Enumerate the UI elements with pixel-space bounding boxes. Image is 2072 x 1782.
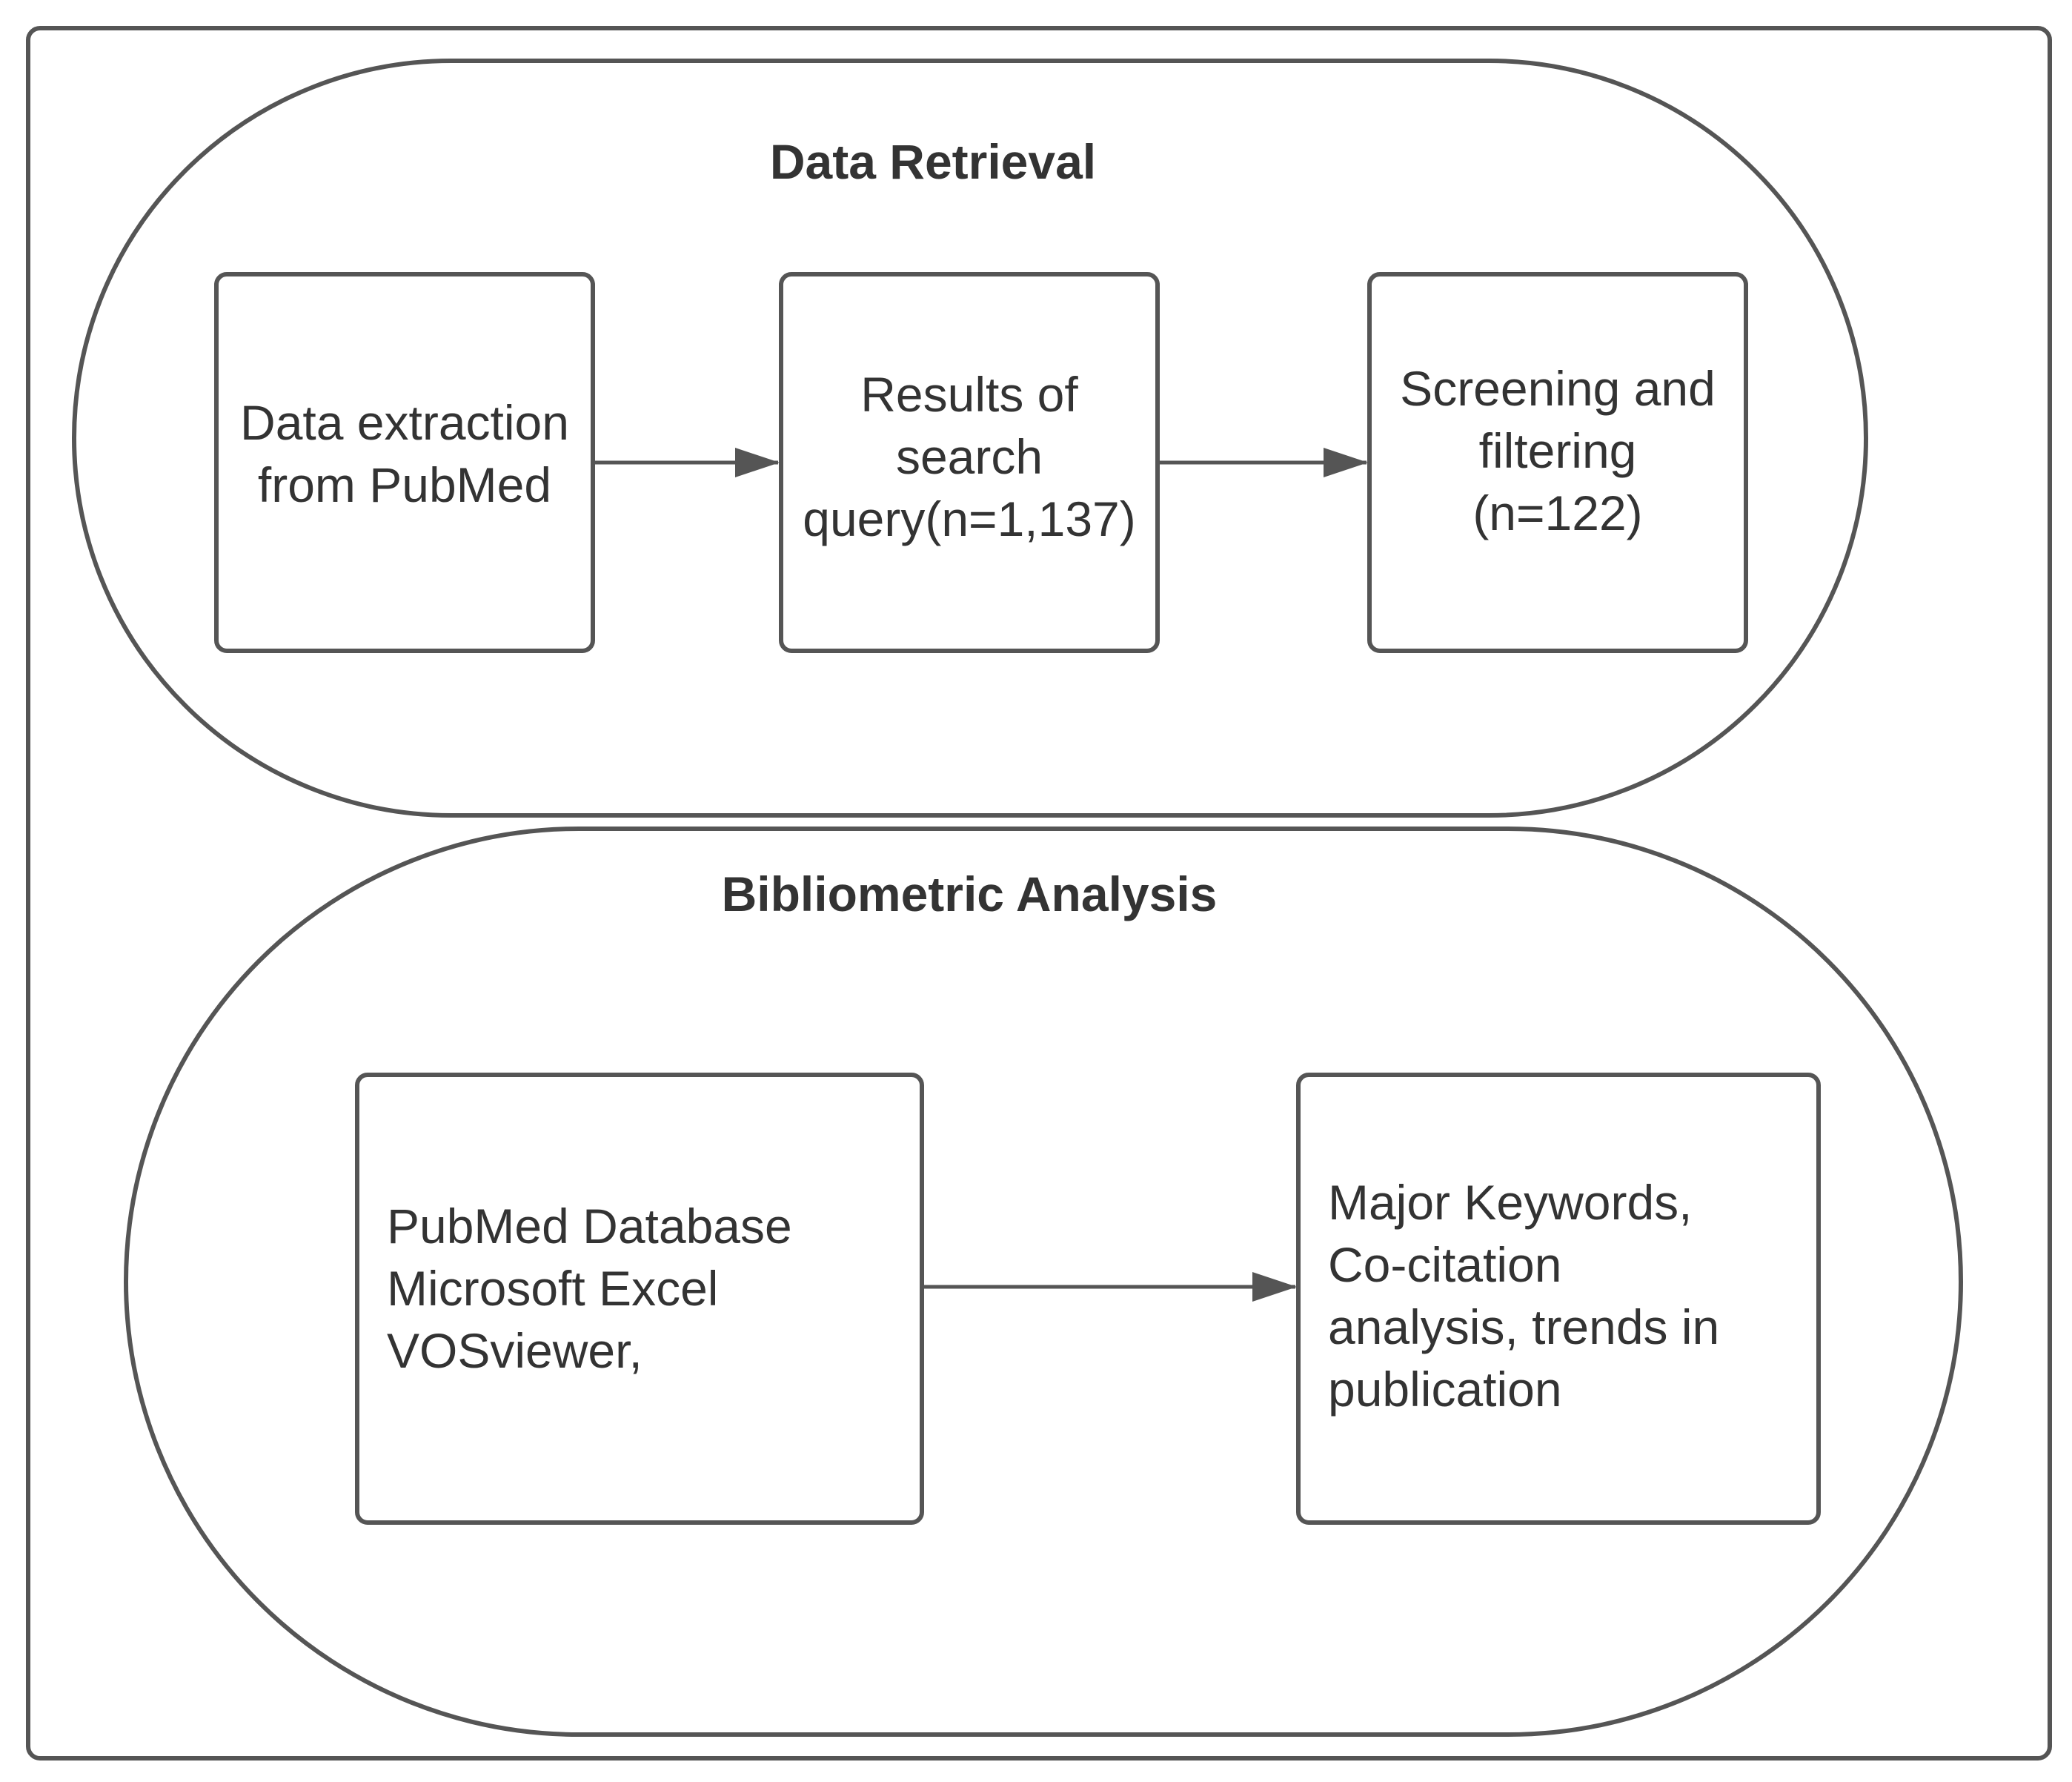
box-text-line: search bbox=[895, 429, 1043, 484]
box-search-results-text: Results of search query(n=1,137) bbox=[781, 363, 1158, 550]
box-outputs bbox=[1296, 1073, 1821, 1525]
box-text-line: (n=122) bbox=[1472, 486, 1643, 540]
box-tools-text: PubMed Database Microsoft Excel VOSviewe… bbox=[387, 1195, 906, 1382]
box-text-line: Results of bbox=[860, 367, 1078, 422]
outer-frame bbox=[26, 26, 2052, 1761]
box-data-extraction-text: Data extraction from PubMed bbox=[216, 391, 593, 516]
box-text-line: VOSviewer, bbox=[387, 1323, 642, 1378]
box-tools bbox=[355, 1073, 924, 1525]
box-screening bbox=[1367, 272, 1748, 653]
box-text-line: PubMed Database bbox=[387, 1199, 792, 1253]
data-retrieval-title: Data Retrieval bbox=[769, 134, 1097, 189]
box-text-line: Co-citation bbox=[1328, 1237, 1562, 1292]
box-text-line: analysis, trends in bbox=[1328, 1299, 1720, 1354]
box-text-line: filtering bbox=[1478, 423, 1637, 478]
box-screening-text: Screening and filtering (n=122) bbox=[1369, 357, 1746, 544]
box-text-line: publication bbox=[1328, 1362, 1562, 1417]
box-outputs-text: Major Keywords, Co-citation analysis, tr… bbox=[1328, 1171, 1810, 1420]
bibliometric-analysis-title: Bibliometric Analysis bbox=[721, 867, 1218, 921]
box-text-line: Data extraction bbox=[240, 395, 569, 450]
box-text-line: Major Keywords, bbox=[1328, 1175, 1693, 1230]
box-text-line: query(n=1,137) bbox=[803, 491, 1136, 546]
data-retrieval-capsule bbox=[72, 59, 1868, 818]
box-text-line: Screening and bbox=[1400, 361, 1716, 416]
box-text-line: Microsoft Excel bbox=[387, 1261, 719, 1316]
bibliometric-analysis-capsule bbox=[124, 827, 1963, 1737]
box-text-line: from PubMed bbox=[257, 457, 552, 512]
